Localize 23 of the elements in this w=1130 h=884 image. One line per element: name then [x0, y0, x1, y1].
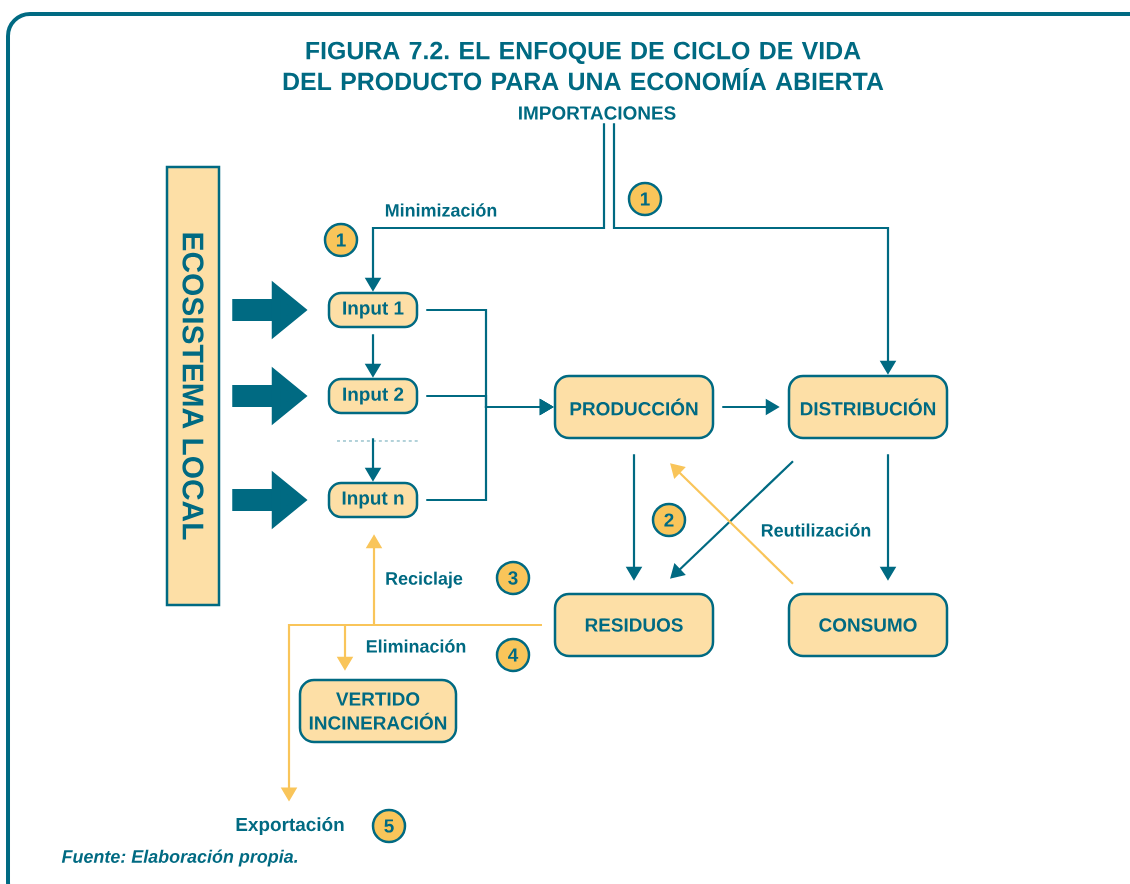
number-badge: 1	[627, 181, 663, 217]
process-box: CONSUMO	[787, 592, 949, 658]
number-badge: 2	[651, 502, 687, 538]
process-box: PRODUCCIÓN	[553, 374, 715, 440]
number-badge: 1	[323, 222, 359, 258]
number-badge: 5	[371, 808, 407, 844]
process-box: VERTIDO INCINERACIÓN	[298, 678, 458, 744]
number-badge: 4	[495, 637, 531, 673]
node-text: IMPORTACIONES	[519, 106, 676, 120]
number-badge: 3	[495, 560, 531, 596]
ecosystem-bar: ECOSISTEMA LOCAL	[165, 165, 221, 607]
edge-label: Eliminación	[364, 638, 468, 654]
input-box: Input 2	[327, 377, 419, 415]
edge-label: Reutilización	[759, 522, 873, 538]
input-box: Input 1	[327, 291, 419, 329]
caption: Fuente: Elaboración propia.	[61, 849, 298, 867]
process-box: DISTRIBUCIÓN	[787, 374, 949, 440]
title: FIGURA 7.2. EL ENFOQUE DE CICLO DE VIDA DEL PRODUCTO PARA UNA ECONOMÍA ABIERTA	[283, 41, 884, 91]
node-text: Exportación	[236, 817, 344, 835]
edge-label: Minimización	[383, 202, 499, 218]
edge-label: Reciclaje	[384, 570, 464, 590]
input-box: Input n	[327, 481, 419, 519]
process-box: RESIDUOS	[553, 592, 715, 658]
